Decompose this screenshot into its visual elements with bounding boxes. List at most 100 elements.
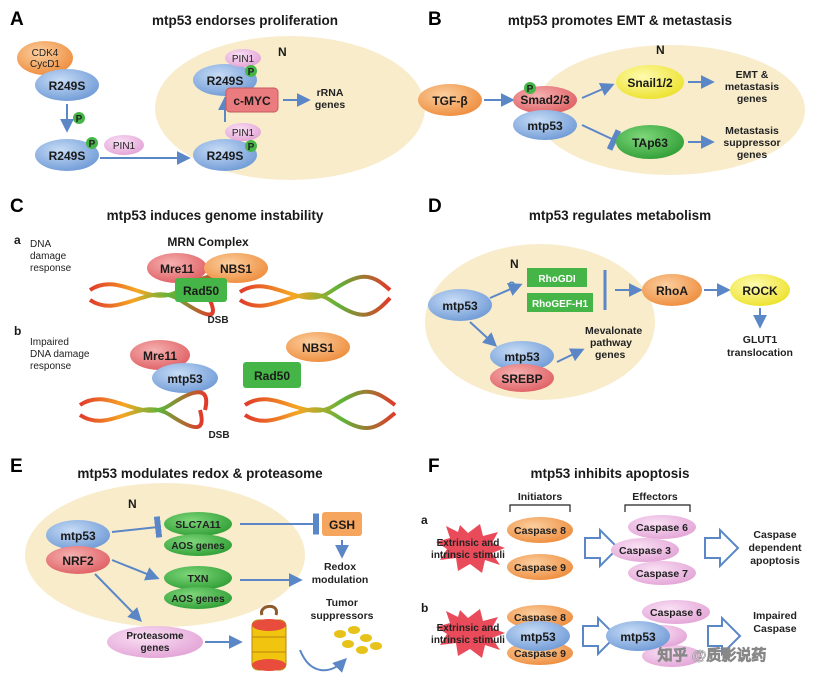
panel-c: C mtp53 induces genome instability a DNA… — [10, 196, 397, 441]
snail-label: Snail1/2 — [627, 76, 673, 90]
imp-label-3: response — [30, 361, 72, 372]
mev-label-3: genes — [595, 349, 626, 361]
panel-c-title: mtp53 induces genome instability — [107, 208, 324, 223]
phospho-badge-3 — [245, 140, 257, 152]
initiators-label: Initiators — [518, 491, 562, 503]
gsh-box — [322, 512, 362, 536]
panel-d: D mtp53 regulates metabolism N mtp53 ? R… — [425, 196, 793, 400]
pin1-free — [104, 135, 144, 155]
aos-genes-2 — [164, 587, 232, 609]
mre11-b — [130, 340, 190, 370]
panel-c-a: a — [14, 233, 21, 247]
aos-genes-1 — [164, 534, 232, 556]
nrf2 — [46, 546, 110, 574]
panel-a-title: mtp53 endorses proliferation — [152, 13, 338, 28]
r249s-label: R249S — [49, 79, 86, 93]
met-label-3: genes — [737, 149, 768, 161]
panel-b: B mtp53 promotes EMT & metastasis N TGF-… — [418, 9, 805, 175]
pin1-complex — [225, 49, 261, 67]
caspase7-a — [628, 561, 696, 585]
panel-d-letter: D — [428, 196, 442, 217]
mre11 — [147, 253, 207, 283]
ddr-label-2: damage — [30, 251, 67, 262]
mtp53-e-label: mtp53 — [60, 529, 96, 543]
pin1-bound — [225, 123, 261, 141]
pin1-label-2: PIN1 — [232, 128, 255, 139]
arrow-mevalonate — [556, 348, 585, 363]
nbs1-label: NBS1 — [220, 262, 252, 276]
stimuli-burst-b — [436, 609, 505, 658]
rock-label: ROCK — [742, 284, 778, 298]
c6-a-label: Caspase 6 — [636, 522, 688, 534]
panel-e-letter: E — [10, 456, 23, 477]
mtp53-d2-label: mtp53 — [504, 350, 540, 364]
txn — [164, 566, 232, 590]
c7-a-label: Caspase 7 — [636, 568, 688, 580]
panel-a-letter: A — [10, 9, 24, 30]
mtp53-c — [152, 363, 218, 393]
snail12 — [616, 65, 684, 99]
rhoa-label: RhoA — [656, 284, 688, 298]
phospho-badge — [73, 112, 85, 124]
mtp53-d — [428, 289, 492, 321]
panel-e-n-label: N — [128, 497, 137, 511]
srebp — [490, 364, 554, 392]
rad50-b-label: Rad50 — [254, 369, 290, 383]
nbs1-b — [286, 332, 350, 362]
arrow-degradation — [299, 649, 347, 673]
r249s-nuclear — [193, 139, 257, 171]
phospho-badge-4 — [245, 65, 257, 77]
caspase9-a — [507, 554, 573, 580]
panel-b-letter: B — [428, 9, 442, 30]
aos-label-1: AOS genes — [171, 541, 225, 552]
panel-b-nucleus — [535, 45, 805, 175]
effectors-bracket — [624, 504, 691, 512]
arrow-mtp53-srebp — [469, 321, 498, 347]
arrow-proteasome — [94, 573, 142, 623]
mev-label-2: pathway — [590, 337, 632, 349]
panel-e-title: mtp53 modulates redox & proteasome — [77, 466, 323, 481]
panel-d-cell — [425, 244, 655, 400]
panel-c-letter: C — [10, 196, 24, 217]
rhogef-label: RhoGEF-H1 — [532, 299, 589, 310]
dep-label-2: dependent — [748, 542, 802, 554]
rad50 — [175, 278, 227, 302]
rrna-label: rRNA — [317, 87, 344, 99]
tgfb-label: TGF-β — [432, 94, 467, 108]
mtp53-c-label: mtp53 — [167, 372, 203, 386]
panel-e-nucleus — [25, 483, 305, 627]
cdk4-label: CDK4 — [32, 48, 59, 59]
prot-label-1: Proteasome — [126, 631, 184, 642]
rock — [730, 274, 790, 306]
dsb-label-2: DSB — [208, 430, 229, 441]
emt-label-3: genes — [737, 93, 768, 105]
translocation-label: translocation — [727, 347, 793, 359]
r249s-label-4: R249S — [207, 74, 244, 88]
imp-f-label-1: Impaired — [753, 610, 797, 622]
rad50-label: Rad50 — [183, 284, 219, 298]
imp-label-1: Impaired — [30, 337, 69, 348]
tap63-label: TAp63 — [632, 136, 668, 150]
redox-label-1: Redox — [324, 561, 356, 573]
caspase6-b — [642, 600, 710, 624]
cycd1-label: CycD1 — [30, 59, 60, 70]
mtp53-f1 — [506, 621, 570, 651]
smad-label: Smad2/3 — [520, 93, 570, 107]
stimuli-burst-a — [436, 524, 505, 573]
cmyc-box — [225, 87, 279, 113]
redox-label-2: modulation — [312, 574, 369, 586]
pin1-label-3: PIN1 — [232, 54, 255, 65]
rrna-genes-label: genes — [315, 99, 346, 111]
panel-f-a: a — [421, 513, 428, 527]
r249s-label-3: R249S — [207, 149, 244, 163]
mre11-label: Mre11 — [160, 262, 194, 276]
imp-f-label-2: Caspase — [753, 623, 796, 635]
panel-d-n-label: N — [510, 257, 519, 271]
initiators-bracket — [509, 504, 571, 512]
rhoa — [642, 274, 702, 306]
slc7a11 — [164, 512, 232, 536]
panel-a: A mtp53 endorses proliferation N CDK4 Cy… — [10, 9, 425, 180]
tumor-label-1: Tumor — [326, 597, 358, 609]
mtp53-f1-label: mtp53 — [520, 630, 556, 644]
